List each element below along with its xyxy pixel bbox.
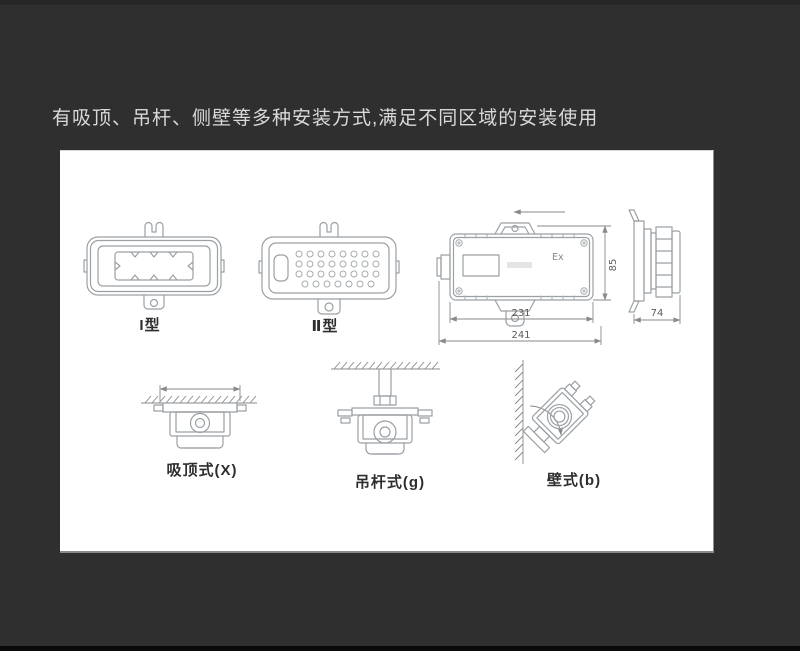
nameplate-text-blur [507, 262, 532, 268]
type2-label: Ⅱ型 [311, 318, 339, 335]
pendant-mount-drawing [331, 361, 440, 455]
header-caption: 有吸顶、吊杆、侧壁等多种安装方式,满足不同区域的安装使用 [52, 108, 599, 129]
type1-front-view-drawing [83, 221, 225, 310]
type2-front-view-drawing [258, 221, 400, 315]
dim-outer-width: 241 [511, 330, 530, 341]
led-dot-grid [295, 250, 380, 288]
ceiling-mount-drawing [141, 385, 257, 449]
dim-inner-width: 231 [511, 308, 530, 319]
type1-label: I型 [139, 317, 161, 334]
side-view-drawing: 74 [628, 209, 681, 324]
diagram-panel: I型 Ⅱ型 [60, 150, 714, 553]
ex-mark: Ex [552, 252, 564, 263]
dim-height: 85 [608, 259, 619, 272]
bottom-edge-bar [0, 646, 800, 651]
wall-mount-label: 壁式(b) [546, 472, 602, 489]
wall-mount-drawing [514, 360, 596, 464]
ceiling-mount-label: 吸顶式(X) [166, 462, 238, 479]
top-edge-strip [0, 0, 800, 5]
pendant-mount-label: 吊杆式(g) [354, 474, 426, 491]
dimensioned-front-view-drawing: Ex 85 231 241 [436, 209, 619, 345]
dim-depth: 74 [651, 308, 664, 319]
